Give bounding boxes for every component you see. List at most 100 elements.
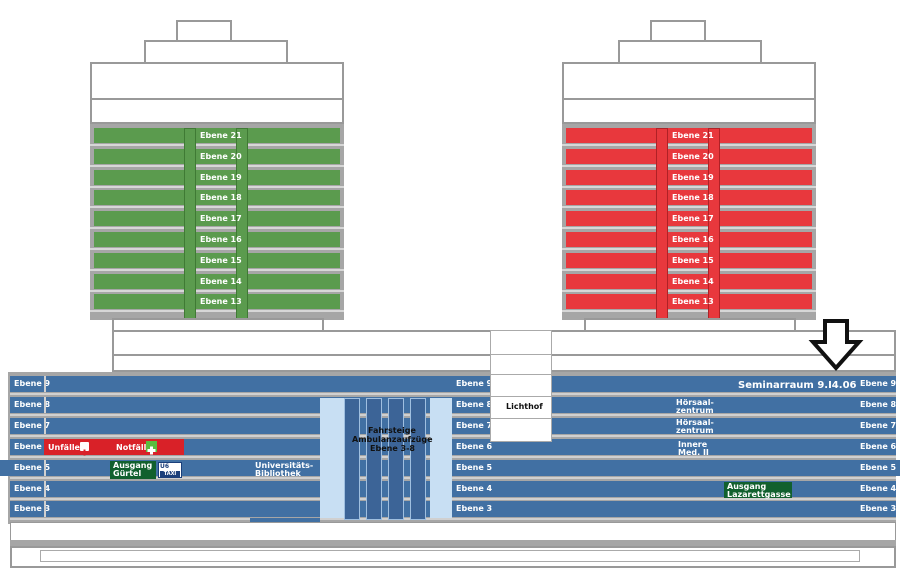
base-level-label-right: Ebene 3 xyxy=(860,504,897,513)
base-floor-line xyxy=(10,414,896,416)
east-floor-band xyxy=(566,232,812,247)
east-floor-line xyxy=(562,165,816,167)
east-floor-band xyxy=(566,211,812,226)
base-level-label-right: Ebene 4 xyxy=(860,484,897,493)
base-floor-band xyxy=(10,501,896,517)
base-level-label-right: Ebene 5 xyxy=(860,463,897,472)
base-floor-band xyxy=(10,397,896,413)
east-floor-band xyxy=(566,190,812,205)
base-floor-line xyxy=(10,518,896,520)
seminarraum-label: Seminarraum 9.I4.06 xyxy=(738,380,857,391)
base-level-label-left: Ebene 8 xyxy=(14,400,51,409)
base-floor-band xyxy=(10,481,896,497)
base-level-label-right: Ebene 9 xyxy=(860,379,897,388)
base-floor-line xyxy=(10,456,896,458)
west-floor-line xyxy=(90,144,344,146)
base-level-label-left: Ebene 9 xyxy=(14,379,51,388)
hoersaal-label-2b: zentrum xyxy=(676,426,714,435)
east-level-label: Ebene 15 xyxy=(672,256,714,265)
lift-block-right xyxy=(430,398,452,518)
base-floor-band xyxy=(10,439,896,455)
exit-guertel-line2: Gürtel xyxy=(113,469,142,478)
east-floor-band xyxy=(566,170,812,185)
east-floor-line xyxy=(562,248,816,250)
unfaelle-label: Unfälle xyxy=(48,443,80,452)
hoersaal-label-2a: Hörsaal- xyxy=(676,418,714,427)
east-floor-line xyxy=(562,227,816,229)
elevator-shaft xyxy=(410,398,426,520)
innere-label-1: Innere xyxy=(678,440,708,449)
west-floor-band xyxy=(94,253,340,268)
west-tower-crown-lower xyxy=(90,98,344,124)
innere-label-2: Med. II xyxy=(678,448,709,457)
base-level-label-center: Ebene 6 xyxy=(456,442,493,451)
exit-lazarettgasse-sign: Ausgang Lazarettgasse xyxy=(724,482,792,499)
east-floor-band xyxy=(566,253,812,268)
east-level-label: Ebene 17 xyxy=(672,214,714,223)
base-level-label-center: Ebene 4 xyxy=(456,484,493,493)
west-level-label: Ebene 15 xyxy=(200,256,242,265)
west-level-label: Ebene 16 xyxy=(200,235,242,244)
west-tower-roof xyxy=(144,40,288,64)
east-floor-band xyxy=(566,274,812,289)
west-floor-band xyxy=(94,170,340,185)
lichthof-line xyxy=(490,396,552,397)
base-level-label-center: Ebene 9 xyxy=(456,379,493,388)
base-floor-line xyxy=(10,435,896,437)
east-floor-line xyxy=(562,269,816,271)
west-floor-line xyxy=(90,206,344,208)
base-separator xyxy=(44,460,46,476)
east-floor-line xyxy=(562,144,816,146)
west-floor-band xyxy=(94,149,340,164)
fahrsteige-label: Fahrsteige xyxy=(368,426,416,435)
base-floor-band xyxy=(10,418,896,434)
west-floor-band xyxy=(94,294,340,309)
west-floor-line xyxy=(90,227,344,229)
elevator-shaft xyxy=(388,398,404,520)
east-level-label: Ebene 21 xyxy=(672,131,714,140)
transit-badge: U6 TAXI xyxy=(158,462,182,478)
elevator-shaft xyxy=(344,398,360,520)
base-level-label-center: Ebene 7 xyxy=(456,421,493,430)
base-level-label-left: Ebene 5 xyxy=(14,463,51,472)
west-floor-band xyxy=(94,232,340,247)
west-level-label: Ebene 19 xyxy=(200,173,242,182)
ubahn-icon: U6 xyxy=(160,463,170,470)
exit-guertel-sign: Ausgang Gürtel xyxy=(110,461,156,479)
west-tower-roof-top xyxy=(176,20,232,42)
base-level-label-left: Ebene 6 xyxy=(14,442,51,451)
ambulance-icon xyxy=(80,442,89,456)
east-tower-roof-top xyxy=(650,20,706,42)
lichthof-line xyxy=(490,374,552,375)
west-tower-crown-upper xyxy=(90,62,344,100)
east-floor-line xyxy=(562,310,816,312)
base-floor-line xyxy=(10,498,896,500)
base-separator xyxy=(44,376,46,392)
base-level-label-right: Ebene 6 xyxy=(860,442,897,451)
hoersaal-label-1a: Hörsaal- xyxy=(676,398,714,407)
east-floor-line xyxy=(562,206,816,208)
lichthof-well xyxy=(490,330,552,442)
west-floor-band xyxy=(94,190,340,205)
west-floor-line xyxy=(90,248,344,250)
west-floor-line xyxy=(90,269,344,271)
west-level-label: Ebene 18 xyxy=(200,193,242,202)
base-separator xyxy=(44,501,46,517)
exit-lazarett-line2: Lazarettgasse xyxy=(727,490,791,499)
west-level-label: Ebene 14 xyxy=(200,277,242,286)
elevator-shaft xyxy=(366,398,382,520)
lichthof-line xyxy=(490,418,552,419)
base-separator xyxy=(44,397,46,413)
west-floor-band xyxy=(94,128,340,143)
base-level-label-center: Ebene 3 xyxy=(456,504,493,513)
base-floor-line xyxy=(10,477,896,479)
east-level-label: Ebene 13 xyxy=(672,297,714,306)
ambulanzaufzuege-label: Ambulanzaufzüge xyxy=(352,435,433,444)
ebene-range-label: Ebene 3-8 xyxy=(370,444,415,453)
east-level-label: Ebene 19 xyxy=(672,173,714,182)
west-floor-band xyxy=(94,274,340,289)
taxi-icon: TAXI xyxy=(160,471,180,477)
base-level-label-right: Ebene 7 xyxy=(860,421,897,430)
base-level-label-left: Ebene 3 xyxy=(14,504,51,513)
